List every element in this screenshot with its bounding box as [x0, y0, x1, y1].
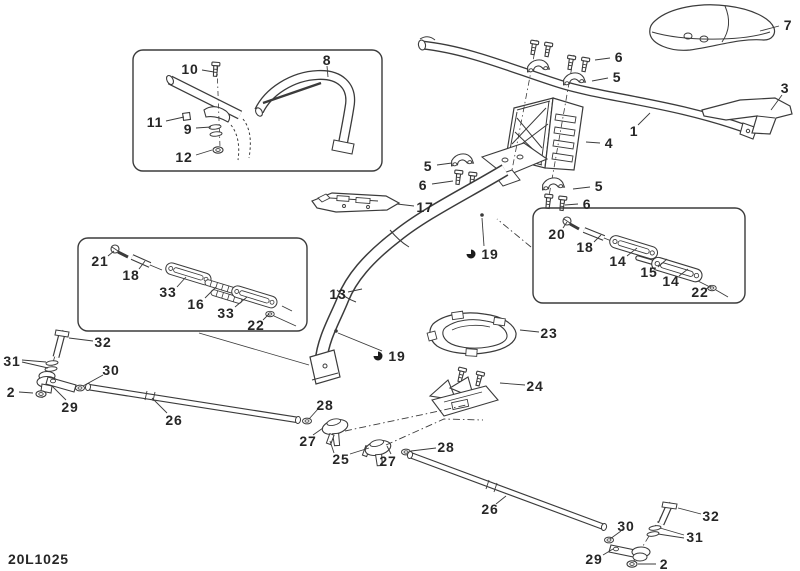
- part-grab-handle-8: [254, 69, 356, 155]
- callout-33b: 33: [217, 305, 235, 321]
- leader-lines: [18, 25, 783, 565]
- callout-28b: 28: [437, 439, 455, 455]
- drawing-code: 20L1025: [8, 551, 69, 567]
- part-bracket-24: [428, 366, 499, 417]
- part-tie-rod-left-26: [84, 383, 302, 424]
- joint-cluster-center: [302, 417, 411, 467]
- callout-7: 7: [783, 17, 793, 33]
- callout-4: 4: [604, 135, 614, 151]
- callout-11: 11: [146, 114, 164, 130]
- callout-3: 3: [780, 80, 790, 96]
- arm-cluster-right: [604, 501, 678, 568]
- part-washers-9: [208, 123, 223, 138]
- callout-27a: 27: [299, 433, 317, 449]
- callout-18b: 18: [576, 239, 594, 255]
- callout-30a: 30: [102, 362, 120, 378]
- callout-2b: 2: [659, 556, 669, 571]
- callout-6c: 6: [582, 196, 592, 212]
- note-marker-icon: [373, 351, 383, 361]
- callout-29a: 29: [61, 399, 79, 415]
- callout-17: 17: [416, 199, 434, 215]
- note-marker-icon: [466, 249, 476, 259]
- callout-2a: 2: [6, 384, 16, 400]
- part-tie-rod-right-26: [406, 451, 608, 531]
- part-steering-column-13: [309, 164, 509, 385]
- hardware-clamps-bolts: [449, 39, 591, 212]
- callout-6a: 6: [614, 49, 624, 65]
- callout-32b: 32: [702, 508, 720, 524]
- callout-14b: 14: [662, 273, 680, 289]
- callout-15: 15: [640, 264, 658, 280]
- callout-9: 9: [183, 121, 193, 137]
- callout-26b: 26: [481, 501, 499, 517]
- part-clip-11: [181, 111, 192, 121]
- part-handlebar-1: [417, 36, 758, 140]
- callout-27b: 27: [379, 453, 397, 469]
- callout-28a: 28: [316, 397, 334, 413]
- callout-5c: 5: [594, 178, 604, 194]
- callout-25: 25: [332, 451, 350, 467]
- callout-19b: 19: [388, 348, 406, 364]
- pointer-lines: [198, 213, 532, 446]
- callout-19a: 19: [481, 246, 499, 262]
- callout-22b: 22: [691, 284, 709, 300]
- callout-30b: 30: [617, 518, 635, 534]
- callout-16: 16: [187, 296, 205, 312]
- callout-13: 13: [329, 286, 347, 302]
- callout-5a: 5: [612, 69, 622, 85]
- callout-12: 12: [175, 149, 193, 165]
- callout-8: 8: [322, 52, 332, 68]
- callout-14a: 14: [609, 253, 627, 269]
- inset-box-steering-link: [532, 207, 746, 304]
- callout-21: 21: [91, 253, 109, 269]
- inset-box-drag-link: [77, 237, 308, 332]
- callout-1: 1: [629, 123, 639, 139]
- callout-33a: 33: [159, 284, 177, 300]
- callout-5b: 5: [423, 158, 433, 174]
- callout-18a: 18: [122, 267, 140, 283]
- callout-23: 23: [540, 325, 558, 341]
- part-bolt-10: [210, 61, 221, 78]
- callout-20: 20: [548, 226, 566, 242]
- callout-24: 24: [526, 378, 544, 394]
- callout-22a: 22: [247, 317, 265, 333]
- part-handlebar-pad-7: [649, 4, 776, 51]
- callout-29b: 29: [585, 551, 603, 567]
- callout-6b: 6: [418, 177, 428, 193]
- part-support-plate-17: [311, 192, 401, 213]
- callout-32a: 32: [94, 334, 112, 350]
- callout-10: 10: [181, 61, 199, 77]
- part-gasket-23: [426, 310, 517, 357]
- callout-31b: 31: [686, 529, 704, 545]
- arm-cluster-left: [35, 329, 85, 399]
- part-nut-12: [212, 146, 224, 154]
- inset-box-grab-handle: [132, 49, 383, 172]
- callout-31a: 31: [3, 353, 21, 369]
- part-grip-cover-3: [701, 97, 793, 135]
- callout-26a: 26: [165, 412, 183, 428]
